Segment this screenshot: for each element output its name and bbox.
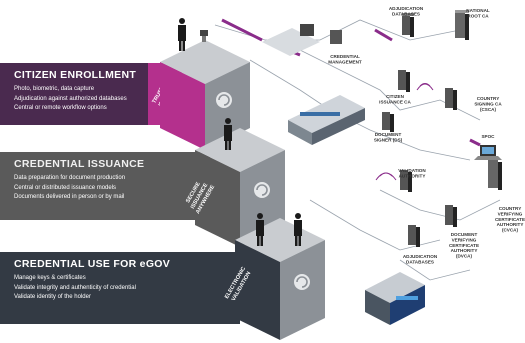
section-item: Central or distributed issuance models [14, 184, 117, 191]
label-line: DATABASES [406, 259, 434, 264]
section-title: CREDENTIAL USE FOR eGOV [14, 258, 171, 270]
section-item: Manage keys & certificates [14, 275, 86, 281]
label-line: SIGNER (DS) [374, 137, 403, 142]
section-title: CREDENTIAL ISSUANCE [14, 158, 145, 170]
person-icons [178, 18, 302, 246]
section-credential-use: CREDENTIAL USE FOR eGOV Manage keys & ce… [0, 252, 240, 324]
label-line: SPOC [481, 134, 495, 139]
label-line: AUTHORITY [451, 248, 478, 253]
label-spoc: SPOC [481, 134, 495, 139]
section-title: CITIZEN ENROLLMENT [14, 69, 137, 81]
spoc-laptop-icon [474, 145, 502, 160]
production-machine [288, 95, 365, 145]
label-line: COUNTRY [499, 206, 522, 211]
data-center-unit [365, 272, 425, 325]
label-line: CREDENTIAL [330, 54, 360, 59]
section-credential-issuance: CREDENTIAL ISSUANCE Data preparation for… [0, 152, 210, 220]
label-line: VALIDATION [398, 168, 426, 173]
label-line: (DVCA) [456, 254, 473, 259]
section-item: Validate identity of the holder [14, 294, 91, 300]
label-line: CERTIFICATE [449, 243, 479, 248]
enrollment-desk [262, 24, 342, 56]
section-items: Data preparation for document production… [14, 174, 200, 203]
label-line: ROOT CA [467, 13, 489, 18]
label-line: VERIFYING [498, 211, 523, 216]
label-line: DOCUMENT [451, 232, 478, 237]
server-icons [382, 10, 502, 247]
section-items: Photo, biometric, data capture Adjudicat… [14, 85, 150, 114]
label-line: ADJUDICATION [403, 254, 438, 259]
label-line: (CVCA) [502, 228, 519, 233]
label-line: DATABASES [392, 11, 420, 16]
label-line: MANAGEMENT [328, 59, 362, 64]
section-items: Manage keys & certificates Validate inte… [14, 274, 230, 303]
section-item: Validate integrity and authenticity of c… [14, 284, 136, 291]
label-line: CITIZEN [386, 94, 405, 99]
section-item: Central or remote workflow options [14, 105, 107, 111]
label-line: COUNTRY [477, 96, 500, 101]
label-line: (CSCA) [480, 107, 497, 112]
cube-trusted-identity [160, 40, 250, 150]
label-line: SIGNING CA [474, 101, 502, 106]
section-item: Adjudication against authorized database… [14, 95, 127, 102]
section-item: Photo, biometric, data capture [14, 86, 95, 92]
label-line: AUTHORITY [497, 222, 524, 227]
label-line: NATIONAL [466, 8, 490, 13]
label-line: ADJUDICATION [389, 6, 424, 11]
label-line: ISSUANCE CA [379, 99, 411, 104]
section-item: Data preparation for document production [14, 175, 126, 181]
section-item: Documents delivered in person or by mail [14, 194, 125, 200]
wireless-icon [375, 83, 434, 181]
label-line: DOCUMENT [375, 132, 402, 137]
label-line: AUTHORITY [399, 173, 426, 178]
enrollment-panel: CITIZEN ENROLLMENT Photo, biometric, dat… [0, 63, 160, 125]
label-line: CERTIFICATE [495, 217, 525, 222]
label-line: VERIFYING [452, 237, 477, 242]
